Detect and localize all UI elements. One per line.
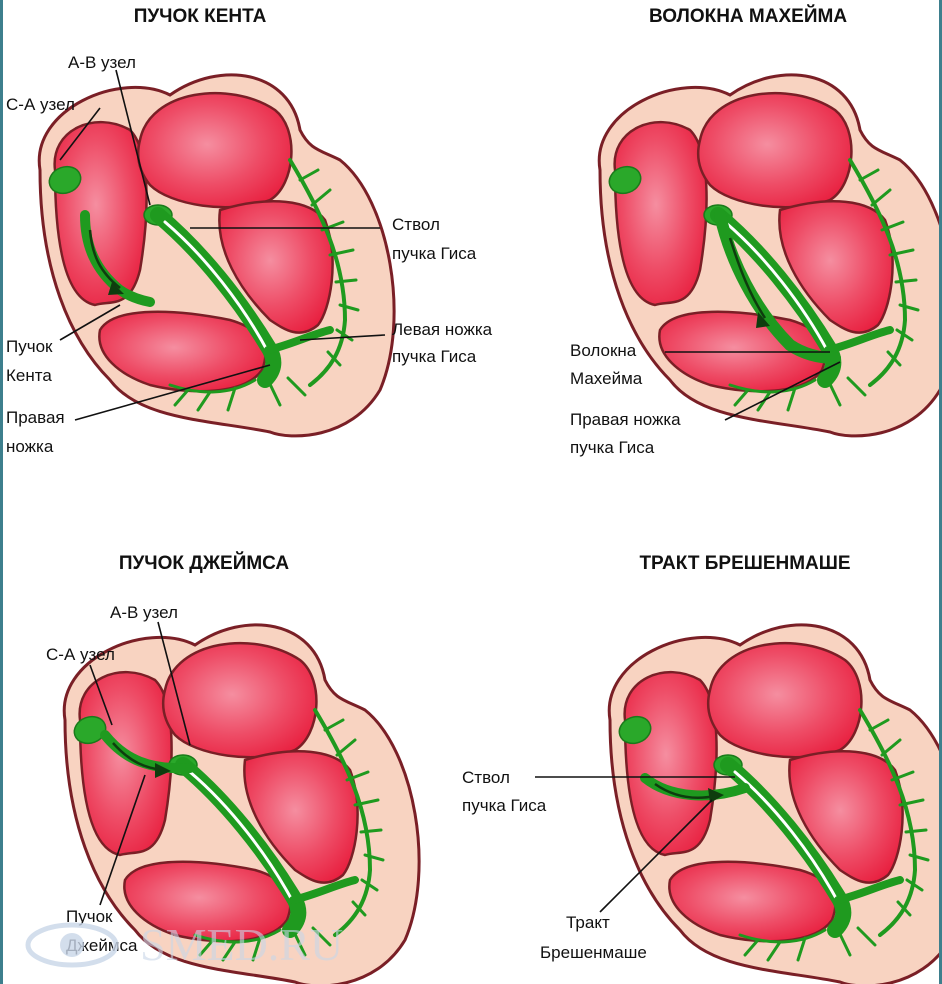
label-right-bundle-2: пучка Гиса [570,438,655,457]
panel-mahaim: ВОЛОКНА МАХЕЙМА Волокна Махейма Правая н… [570,5,942,457]
label-sa-node: С-А узел [6,95,75,114]
label-av-node: А-В узел [68,53,136,72]
label-sa-node: С-А узел [46,645,115,664]
eye-logo-pupil [60,933,84,957]
label-mahaim-1: Волокна [570,341,637,360]
label-his-stem-1: Ствол [462,768,510,787]
label-right-bundle-1: Правая [6,408,65,427]
label-left-bundle-1: Левая ножка [392,320,493,339]
panel-title: ПУЧОК КЕНТА [134,6,267,27]
label-brechenmacher-1: Тракт [566,913,610,932]
label-av-node: А-В узел [110,603,178,622]
label-kent-2: Кента [6,366,52,385]
panel-title: ВОЛОКНА МАХЕЙМА [649,5,847,27]
label-his-stem-2: пучка Гиса [392,244,477,263]
label-right-bundle-1: Правая ножка [570,410,681,429]
label-his-stem-2: пучка Гиса [462,796,547,815]
label-kent-1: Пучок [6,337,53,356]
panel-title: ТРАКТ БРЕШЕНМАШЕ [639,553,850,574]
label-right-bundle-2: ножка [6,437,54,456]
label-mahaim-2: Махейма [570,369,643,388]
label-brechenmacher-2: Брешенмаше [540,943,647,962]
label-his-stem-1: Ствол [392,215,440,234]
panel-kent: ПУЧОК КЕНТА А-В узел С-А узел Ствол пучк… [6,6,493,456]
panel-title: ПУЧОК ДЖЕЙМСА [119,552,290,574]
watermark: SMED.RU [28,919,343,970]
watermark-text: SMED.RU [140,919,343,970]
label-left-bundle-2: пучка Гиса [392,347,477,366]
panel-brechenmacher: ТРАКТ БРЕШЕНМАШЕ Ствол пучка Гиса Тракт … [462,553,942,984]
